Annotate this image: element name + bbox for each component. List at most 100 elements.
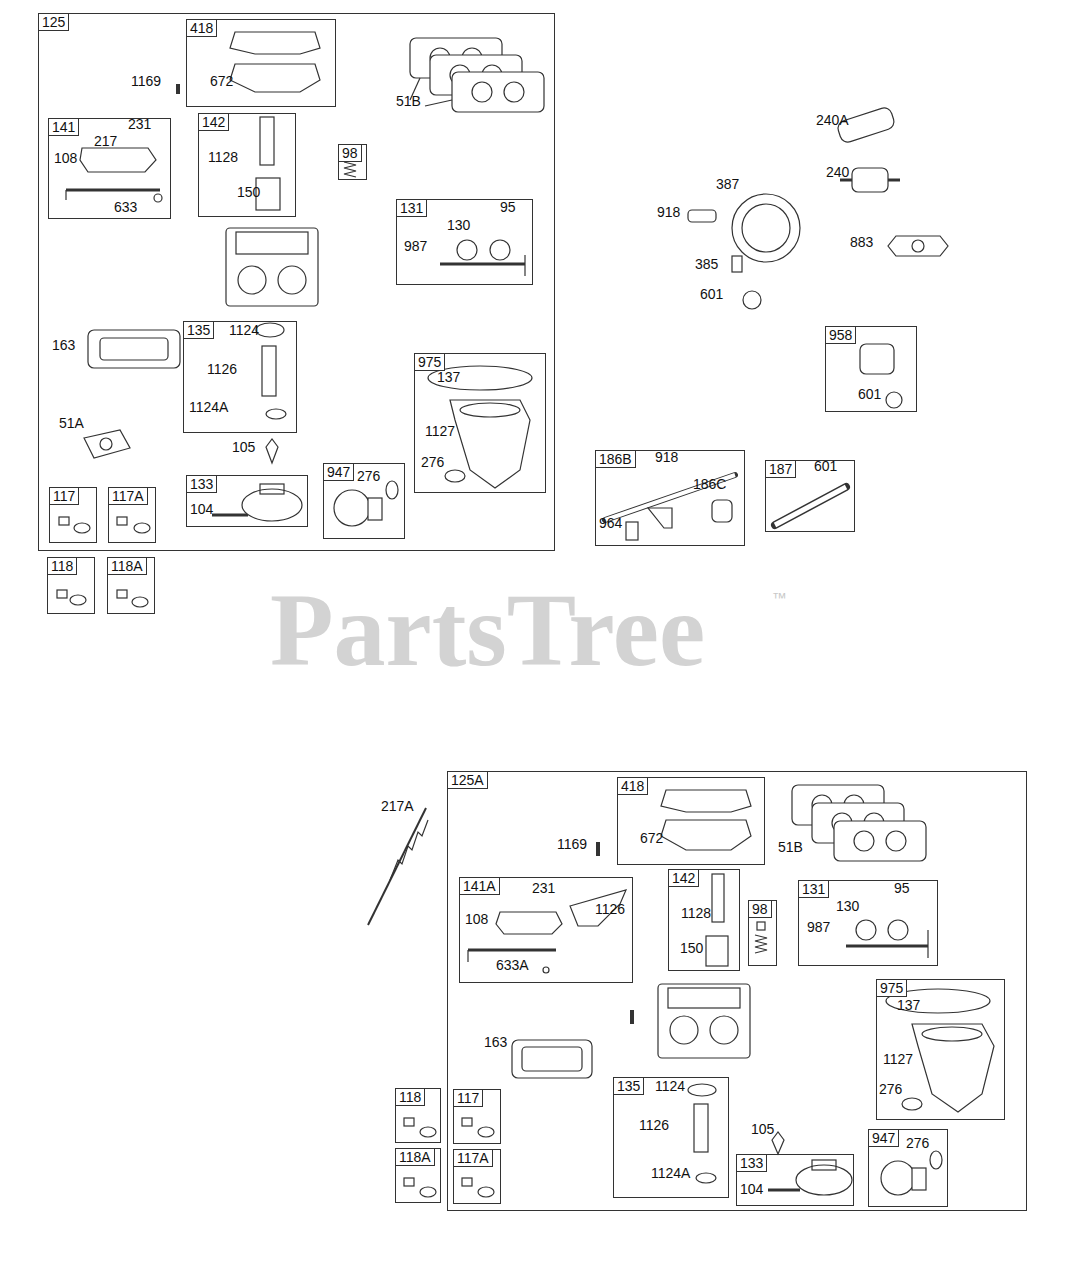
parts-box: 117 bbox=[453, 1089, 501, 1144]
parts-box: 118 bbox=[395, 1088, 441, 1143]
callout-number: 1127 bbox=[883, 1051, 913, 1067]
parts-box: 186B 918 964 186C bbox=[595, 450, 745, 546]
group-number: 958 bbox=[826, 327, 856, 344]
callout-number: 51B bbox=[396, 93, 421, 109]
group-number: 947 bbox=[869, 1130, 899, 1147]
callout-number: 240 bbox=[826, 164, 849, 180]
callout-number: 95 bbox=[894, 880, 910, 896]
group-number: 117A bbox=[109, 488, 148, 505]
group-number: 117 bbox=[50, 488, 79, 505]
callout-number: 672 bbox=[640, 830, 663, 846]
callout-number: 385 bbox=[695, 256, 718, 272]
group-number: 947 bbox=[324, 464, 354, 481]
parts-box: 118 bbox=[47, 557, 95, 614]
parts-box: 117 bbox=[49, 487, 97, 543]
parts-box: 117A bbox=[108, 487, 156, 543]
callout-number: 95 bbox=[500, 199, 516, 215]
callout-number: 918 bbox=[657, 204, 680, 220]
parts-box: 947 276 bbox=[868, 1129, 948, 1207]
group-number: 117 bbox=[454, 1090, 483, 1107]
callout-number: 633 bbox=[114, 199, 137, 215]
group-number: 135 bbox=[614, 1078, 644, 1095]
callout-number: 672 bbox=[210, 73, 233, 89]
callout-number: 217A bbox=[381, 798, 414, 814]
parts-box: 135112411261124A bbox=[613, 1077, 729, 1198]
parts-box: 9751371127276 bbox=[414, 353, 546, 493]
callout-number: 137 bbox=[897, 997, 920, 1013]
callout-number: 150 bbox=[237, 184, 260, 200]
group-number: 142 bbox=[199, 114, 229, 131]
group-number: 418 bbox=[187, 20, 217, 37]
watermark: ™ bbox=[772, 590, 787, 606]
group-number: 133 bbox=[737, 1155, 767, 1172]
parts-box: 142 1128 150 bbox=[198, 113, 296, 217]
group-number: 141 bbox=[49, 119, 79, 136]
callout-number: 1124 bbox=[229, 322, 259, 338]
parts-box: 117A bbox=[453, 1149, 501, 1204]
callout-number: 1127 bbox=[425, 423, 455, 439]
parts-box: 131 95 130 987 bbox=[396, 199, 533, 285]
group-number: 118 bbox=[396, 1089, 425, 1106]
group-number: 141A bbox=[460, 878, 500, 895]
callout-number: 186C bbox=[693, 476, 726, 492]
parts-box: 135112411261124A bbox=[183, 321, 297, 433]
callout-number: 1124 bbox=[655, 1078, 685, 1094]
group-number: 186B bbox=[596, 451, 636, 468]
group-number: 125 bbox=[39, 14, 69, 31]
callout-number: 104 bbox=[740, 1181, 763, 1197]
callout-number: 883 bbox=[850, 234, 873, 250]
parts-box: 142 1128 150 bbox=[668, 869, 740, 971]
callout-number: 108 bbox=[54, 150, 77, 166]
group-number: 975 bbox=[415, 354, 445, 371]
watermark: PartsTree bbox=[270, 575, 705, 685]
group-number: 131 bbox=[397, 200, 427, 217]
callout-number: 51A bbox=[59, 415, 84, 431]
callout-number: 130 bbox=[447, 217, 470, 233]
group-number: 418 bbox=[618, 778, 648, 795]
callout-number: 601 bbox=[700, 286, 723, 302]
callout-number: 231 bbox=[128, 116, 151, 132]
group-number: 125A bbox=[448, 772, 488, 789]
callout-number: 1128 bbox=[681, 905, 711, 921]
parts-box: 98 bbox=[338, 144, 367, 180]
parts-box: 118A bbox=[107, 557, 155, 614]
callout-number: 105 bbox=[232, 439, 255, 455]
callout-number: 964 bbox=[599, 515, 622, 531]
callout-number: 276 bbox=[357, 468, 380, 484]
callout-number: 1169 bbox=[131, 73, 161, 89]
group-number: 118A bbox=[396, 1149, 435, 1166]
callout-number: 276 bbox=[421, 454, 444, 470]
parts-box: 958 601 bbox=[825, 326, 917, 412]
callout-number: 51B bbox=[778, 839, 803, 855]
callout-number: 601 bbox=[858, 386, 881, 402]
callout-number: 276 bbox=[906, 1135, 929, 1151]
callout-number: 231 bbox=[532, 880, 555, 896]
callout-number: 130 bbox=[836, 898, 859, 914]
parts-box: 125A116951B1126163105418672141A231108633… bbox=[447, 771, 1027, 1211]
callout-number: 1169 bbox=[557, 836, 587, 852]
parts-box: 141231217108633 bbox=[48, 118, 171, 219]
callout-number: 105 bbox=[751, 1121, 774, 1137]
group-number: 142 bbox=[669, 870, 699, 887]
callout-number: 108 bbox=[465, 911, 488, 927]
callout-number: 1126 bbox=[207, 361, 237, 377]
group-number: 187 bbox=[766, 461, 796, 478]
callout-number: 163 bbox=[52, 337, 75, 353]
callout-number: 987 bbox=[404, 238, 427, 254]
callout-number: 150 bbox=[680, 940, 703, 956]
group-number: 131 bbox=[799, 881, 829, 898]
group-number: 133 bbox=[187, 476, 217, 493]
parts-box: 947276 bbox=[323, 463, 405, 539]
parts-box: 141A231108633A bbox=[459, 877, 633, 983]
parts-box: 13195130987 bbox=[798, 880, 938, 966]
callout-number: 918 bbox=[655, 449, 678, 465]
parts-box: 98 bbox=[748, 900, 777, 966]
callout-number: 240A bbox=[816, 112, 849, 128]
callout-number: 1128 bbox=[208, 149, 238, 165]
parts-box: 187601 bbox=[765, 460, 855, 532]
callout-number: 1126 bbox=[639, 1117, 669, 1133]
parts-box: 133104 bbox=[186, 475, 308, 527]
group-number: 98 bbox=[749, 901, 772, 918]
group-number: 135 bbox=[184, 322, 214, 339]
callout-number: 276 bbox=[879, 1081, 902, 1097]
